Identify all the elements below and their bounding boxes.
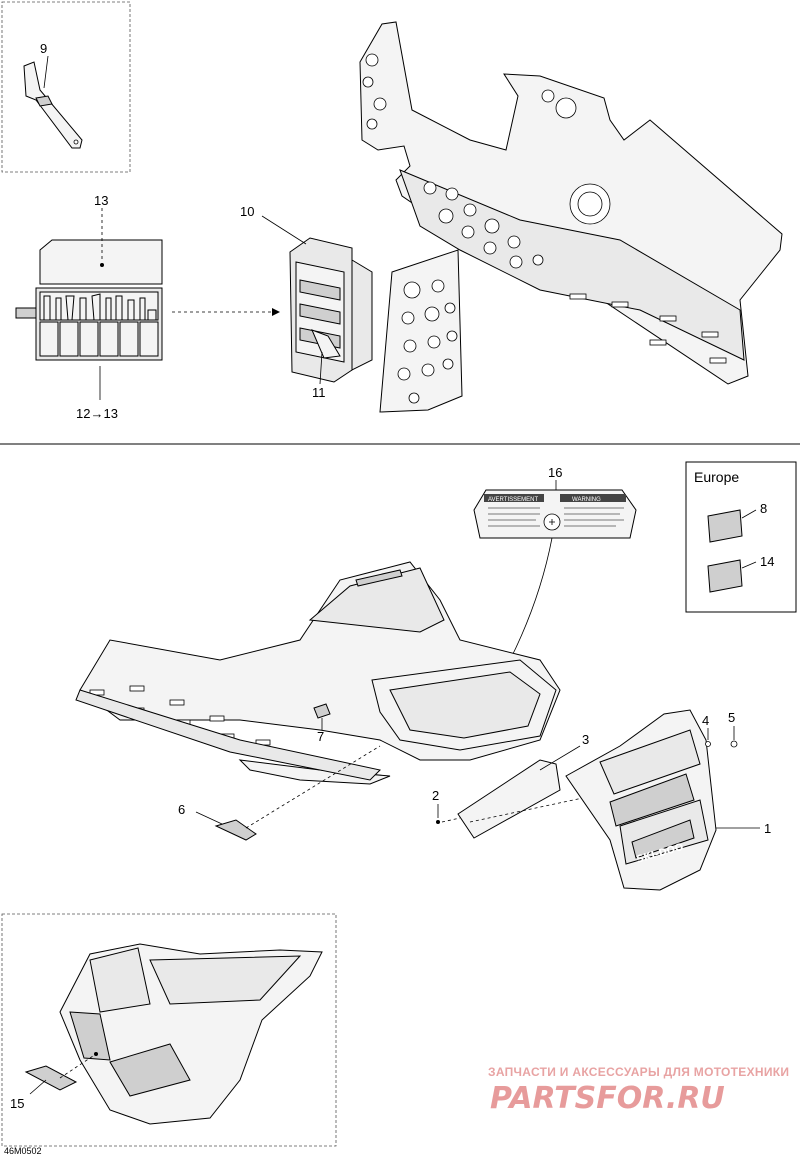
callout-15: 15 [10,1096,24,1111]
watermark-tagline: ЗАПЧАСТИ И АКСЕССУАРЫ ДЛЯ МОТОТЕХНИКИ [488,1065,789,1079]
callout-14: 14 [760,554,774,569]
figure-reference-code: 46M0502 [4,1146,42,1156]
inset-box-item-9 [1,1,131,173]
part-6-reflector [195,745,381,841]
inset-box-item-15 [1,913,337,1147]
chassis-frame-top [359,21,783,385]
part-13-tool-bag [15,208,163,400]
callout-2: 2 [432,788,439,803]
decal-16-heading-left: AVERTISSEMENT [488,497,538,503]
callout-6: 6 [178,802,185,817]
callout-11: 11 [312,385,326,400]
tool-kit-pockets [39,321,159,357]
callout-13: 13 [94,193,108,208]
callout-9: 9 [40,41,47,56]
part-1-snow-flap: SKI-DOO [565,709,760,891]
arrow-toolkit-to-box [172,308,280,316]
callout-12-13: 12→13 [76,406,118,421]
callout-16: 16 [548,465,562,480]
callout-3: 3 [582,732,589,747]
part-16-warning-decal: AVERTISSEMENT WARNING [473,480,637,687]
rear-frame-assembly [75,561,561,785]
part-4-washer [705,728,711,747]
callout-8: 8 [760,501,767,516]
callout-5: 5 [728,710,735,725]
europe-box [685,461,797,613]
part-11-strap [311,329,341,385]
watermark-logo: PARTSFOR.RU [490,1081,725,1116]
callout-4: 4 [702,713,709,728]
part-9-strap [23,55,83,149]
part-5-nut [730,726,738,748]
callout-1: 1 [764,821,771,836]
tool-kit-tools [43,293,157,321]
part-10-tool-box [261,215,373,383]
part-7-bracket [313,703,331,730]
decal-16-heading-right: WARNING [572,497,601,503]
frame-bracket-plate [379,249,463,413]
part-2-rivet [436,804,461,824]
watermark: ЗАПЧАСТИ И АКСЕССУАРЫ ДЛЯ МОТОТЕХНИКИ PA… [488,1065,789,1116]
europe-box-title: Europe [694,469,739,485]
callout-7: 7 [317,729,324,744]
part-15-cover [24,943,323,1125]
callout-10: 10 [240,204,254,219]
